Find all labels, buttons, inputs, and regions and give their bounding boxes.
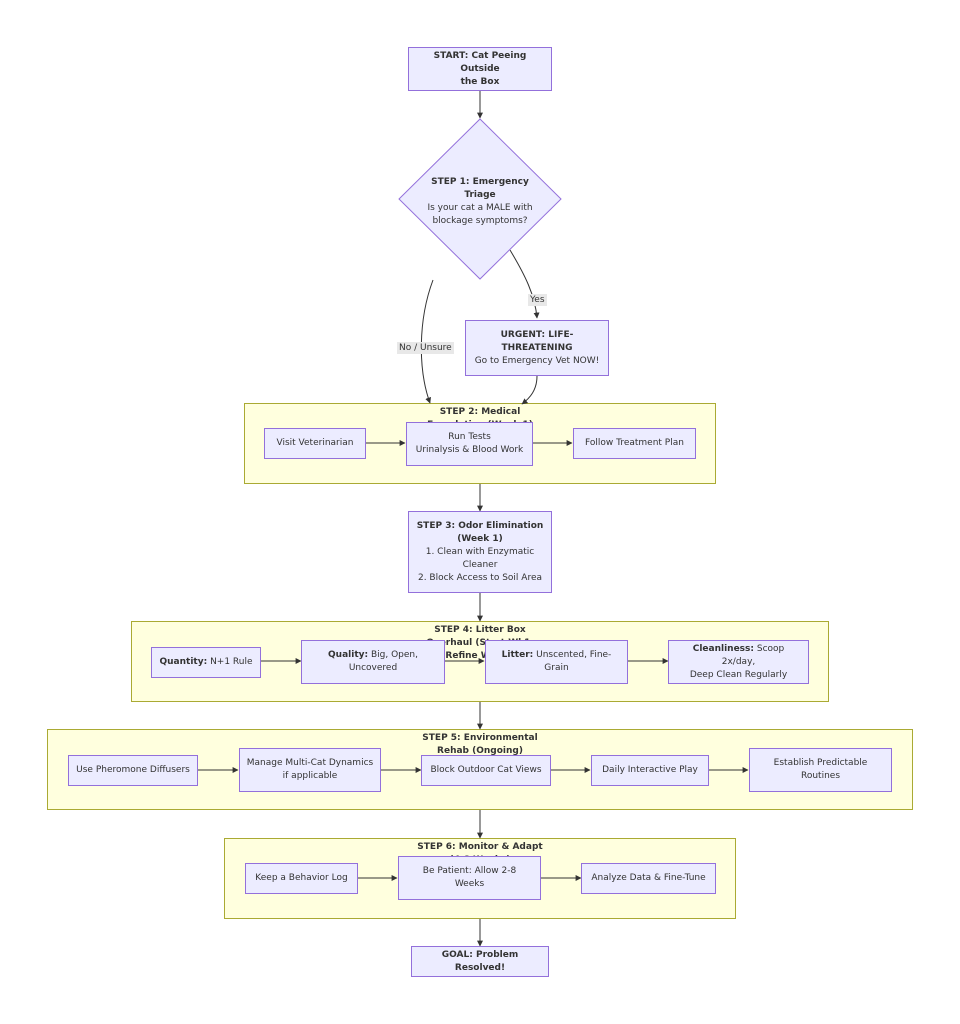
- goal-node: GOAL: Problem Resolved!: [411, 946, 549, 977]
- analyze-data-node: Analyze Data & Fine-Tune: [581, 863, 716, 894]
- step3-node: STEP 3: Odor Elimination(Week 1) 1. Clea…: [408, 511, 552, 593]
- edge-step1-yes: [509, 249, 540, 319]
- behavior-log-node: Keep a Behavior Log: [245, 863, 358, 894]
- interactive-play-node: Daily Interactive Play: [591, 755, 709, 786]
- step1-diamond: [398, 118, 562, 280]
- visit-veterinarian-node: Visit Veterinarian: [264, 428, 366, 459]
- yes-label: Yes: [528, 294, 547, 306]
- outdoor-views-node: Block Outdoor Cat Views: [421, 755, 551, 786]
- no-unsure-label: No / Unsure: [397, 342, 454, 354]
- cleanliness-node: Cleanliness: Scoop 2x/day, Deep Clean Re…: [668, 640, 809, 684]
- litter-node: Litter: Unscented, Fine- Grain: [485, 640, 628, 684]
- follow-treatment-node: Follow Treatment Plan: [573, 428, 696, 459]
- edge-urgent-step2: [521, 375, 538, 405]
- step1-decision-text: STEP 1: Emergency Triage Is your cat a M…: [427, 177, 533, 226]
- quantity-node: Quantity: N+1 Rule: [151, 647, 261, 678]
- quality-node: Quality: Big, Open, Uncovered: [301, 640, 445, 684]
- pheromone-node: Use Pheromone Diffusers: [68, 755, 198, 786]
